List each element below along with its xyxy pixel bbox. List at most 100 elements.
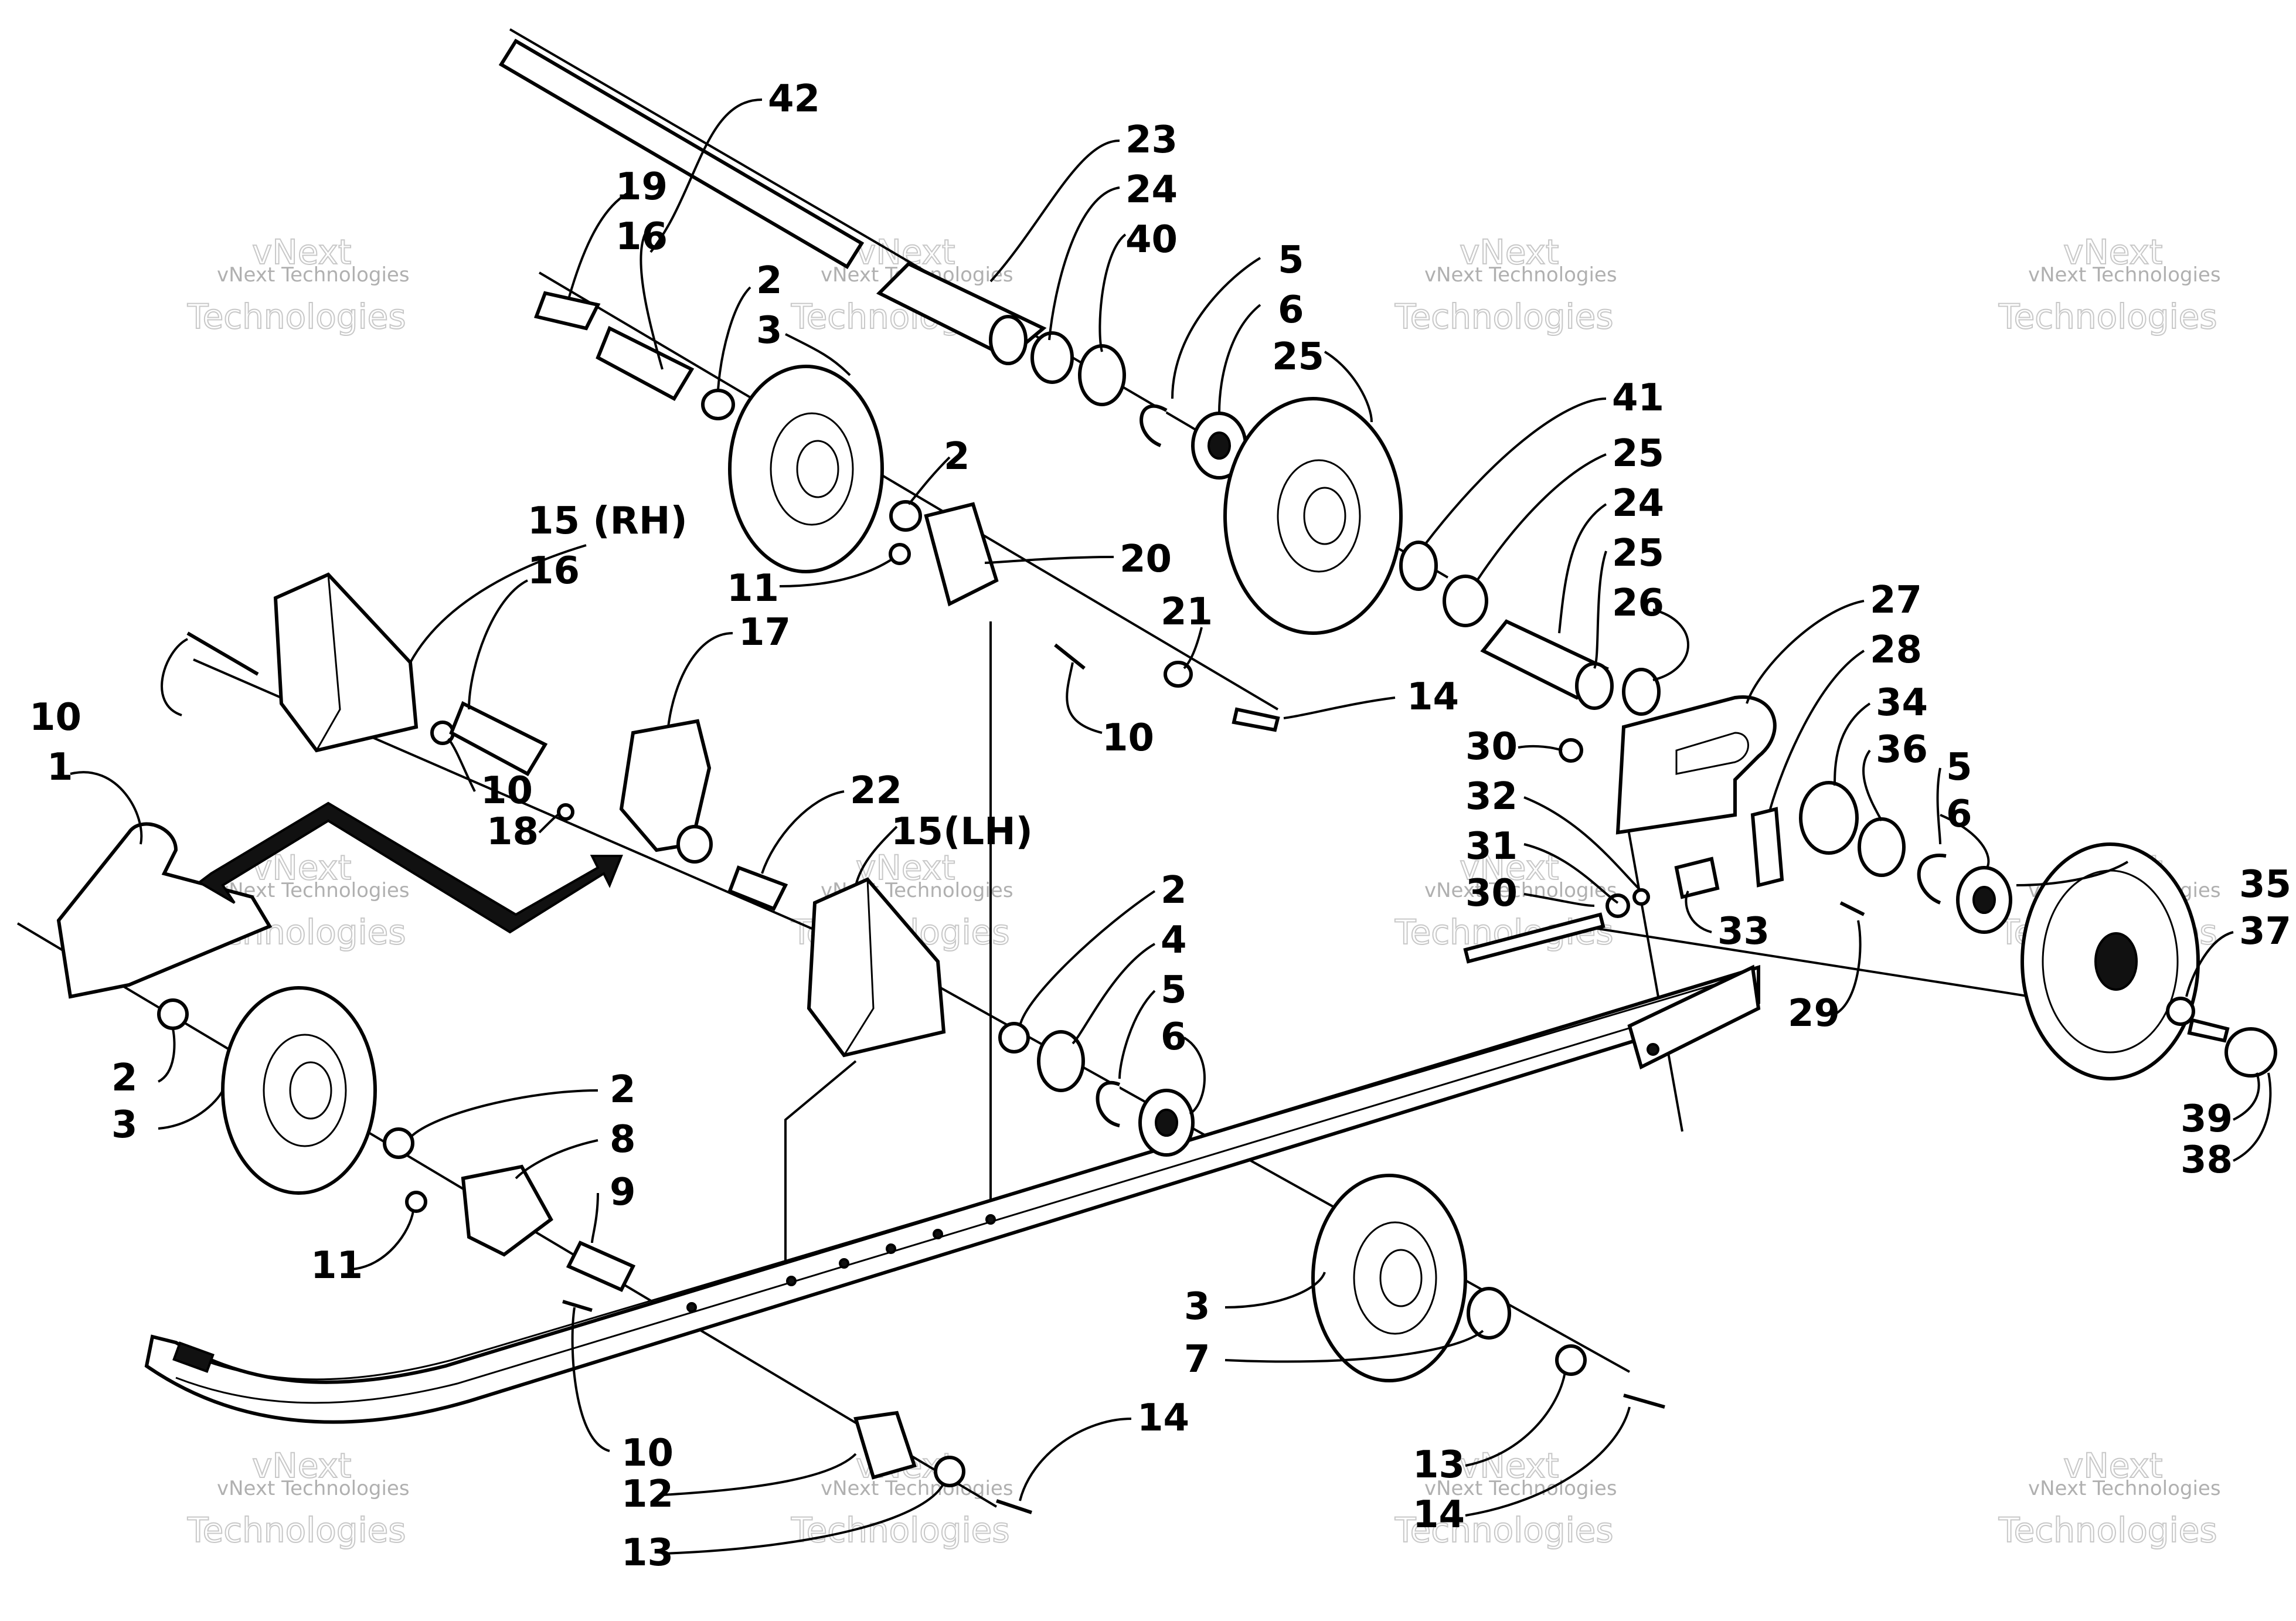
callout-2: 2: [944, 435, 970, 478]
leader-line: [907, 456, 951, 505]
leader-line: [157, 1028, 176, 1083]
bolt-part: [562, 1300, 593, 1312]
bolt-part: [1623, 1394, 1665, 1409]
callout-24: 23: [1125, 118, 1178, 162]
leader-line: [1834, 702, 1871, 786]
callout-33: 31: [1465, 825, 1518, 868]
rail-hole: [1647, 1043, 1659, 1056]
bolt-part: [186, 631, 259, 676]
callout-20: 19: [615, 165, 668, 209]
front-arm-part: [56, 822, 273, 999]
callout-3: 3: [756, 309, 783, 352]
leader-line: [161, 638, 188, 716]
watermark-text: Technologies: [1394, 1510, 1614, 1550]
nut-part: [405, 1191, 427, 1213]
leader-line: [1171, 257, 1261, 399]
bearing-part: [1858, 817, 1906, 877]
bracket-edge: [315, 574, 341, 751]
leader-line: [1476, 453, 1607, 582]
callout-labels: 42 23 24 40 19 16 2 3 5 6 25 2 20 11 21 …: [29, 77, 2291, 1575]
leader-line: [1523, 843, 1619, 904]
leader-line: [70, 771, 143, 845]
leader-line: [1324, 351, 1373, 423]
watermark-text: vNext: [1460, 232, 1559, 272]
leader-line: [1834, 920, 1862, 1015]
nut-part: [1606, 893, 1630, 918]
callout-15-lh: 15(LH): [891, 810, 1033, 854]
leader-line: [662, 1453, 857, 1496]
washer-part: [1632, 888, 1650, 906]
idler-wheel-part: [221, 986, 377, 1195]
callout-7: 7: [1184, 1338, 1210, 1381]
watermark-top-mid-right: vNext vNext Technologies Technologies: [1394, 232, 1617, 337]
leader-line: [1218, 304, 1261, 414]
leader-line: [667, 632, 733, 728]
callout-27: 26: [1612, 582, 1664, 625]
callout-11: 11: [727, 567, 779, 610]
leader-line: [785, 333, 851, 376]
pin-part: [566, 1241, 636, 1292]
watermark-text: vNext Technologies: [1424, 879, 1617, 902]
nut-part: [1559, 738, 1583, 763]
watermark-text: Technologies: [1998, 297, 2217, 337]
long-shaft-part: [498, 38, 865, 270]
watermark-text: vNext: [252, 1446, 351, 1486]
leader-line: [1769, 650, 1865, 810]
watermark-text: vNext Technologies: [1424, 1477, 1617, 1500]
leader-line: [567, 192, 628, 300]
snap-ring-part: [1140, 404, 1168, 447]
grease-fitting-part: [557, 803, 574, 821]
bearing-bore: [1207, 431, 1231, 460]
callout-19: 22: [850, 769, 902, 813]
watermark-bottom-left: vNext vNext Technologies Technologies: [186, 1445, 410, 1551]
leader-line: [1465, 1371, 1566, 1467]
slide-rail: [144, 964, 1761, 1424]
wheel-hub: [770, 412, 854, 526]
bushing-part: [1037, 1030, 1085, 1092]
callout-2: 2: [1161, 869, 1187, 912]
bearing-part: [1078, 344, 1126, 406]
callout-11: 11: [311, 1244, 363, 1287]
callout-6: 6: [1278, 288, 1304, 332]
callout-43: 41: [1612, 376, 1664, 420]
washer-part: [998, 1022, 1030, 1054]
leader-line: [538, 813, 560, 834]
callout-4: 4: [1161, 919, 1187, 962]
spacer-end: [989, 315, 1028, 365]
bushing-part: [1575, 662, 1614, 710]
watermark-text: Technologies: [1998, 1510, 2217, 1550]
watermark-bottom-right: vNext vNext Technologies Technologies: [1998, 1445, 2221, 1551]
long-bolt-part: [1463, 912, 1606, 964]
callout-31: 30: [1465, 725, 1518, 769]
washer-part: [934, 1456, 965, 1487]
leader-line: [1066, 662, 1103, 734]
axis-line: [538, 271, 1279, 711]
leader-lines: [70, 98, 2272, 1555]
leader-line: [1685, 891, 1712, 933]
leader-line: [761, 790, 845, 874]
callout-41: 39: [2181, 1097, 2233, 1141]
callout-37: 35: [2239, 863, 2291, 906]
leader-line: [1936, 767, 1941, 845]
parts: [56, 38, 2277, 1514]
callout-15-rh: 15 (RH): [528, 499, 688, 543]
direction-arrow: [197, 801, 623, 934]
callout-5: 5: [1946, 746, 1972, 789]
leader-line: [779, 559, 892, 587]
leader-line: [1183, 627, 1203, 670]
leader-line: [2233, 1072, 2260, 1121]
leader-line: [855, 825, 898, 886]
callout-39: 37: [2239, 910, 2291, 953]
idler-wheel-part: [1311, 1174, 1467, 1382]
washer-part: [889, 500, 922, 532]
bushing-part: [1443, 575, 1488, 627]
watermark-text: vNext Technologies: [2028, 263, 2221, 287]
wheel-hub: [796, 440, 839, 498]
leader-line: [1283, 696, 1396, 719]
callout-30: 29: [1788, 992, 1840, 1035]
rail-hole: [886, 1243, 896, 1254]
callout-14: 14: [1407, 675, 1459, 719]
callout-10: 10: [621, 1432, 674, 1475]
callout-2: 2: [111, 1056, 138, 1100]
